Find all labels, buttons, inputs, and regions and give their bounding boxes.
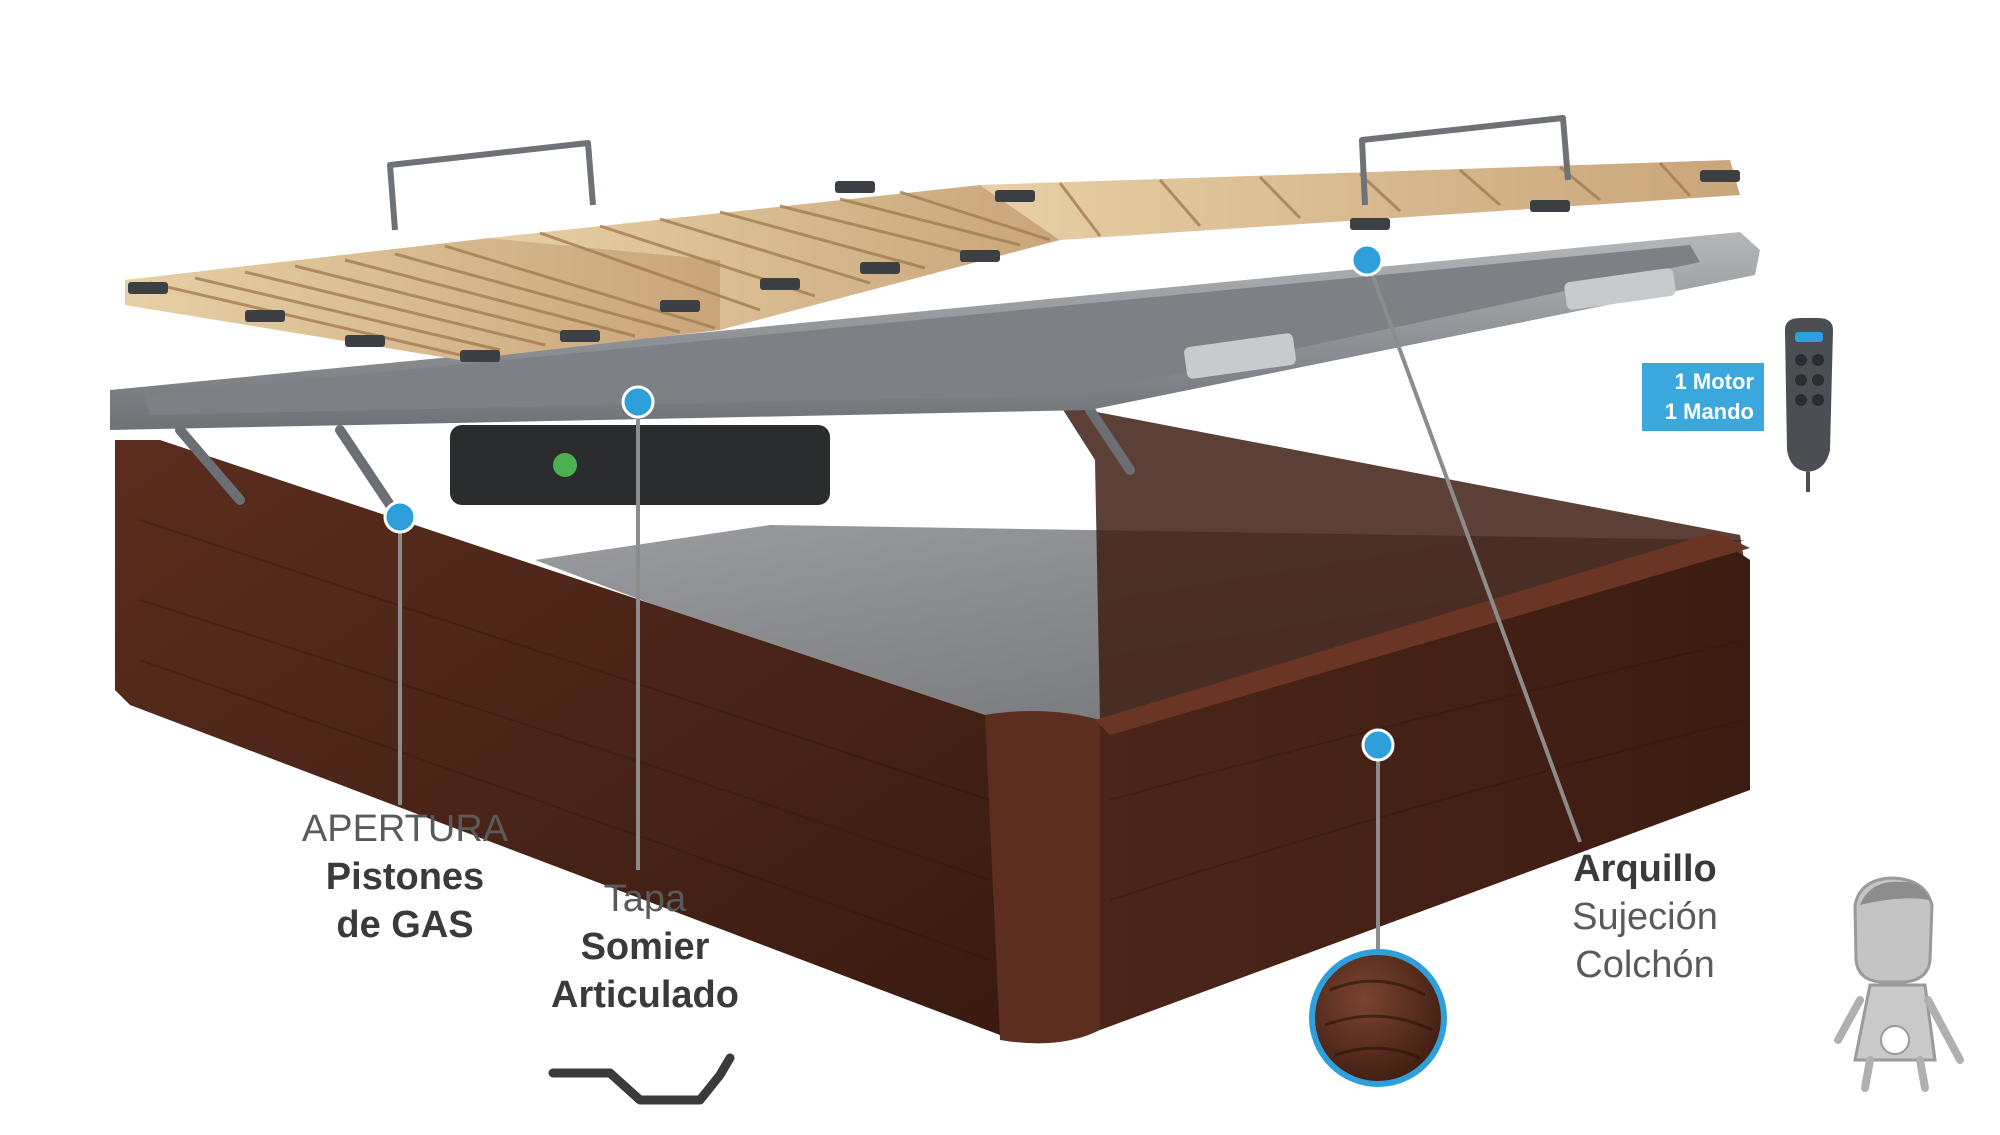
- box-right-side: [1100, 540, 1750, 1030]
- apertura-line3: de GAS: [336, 904, 474, 946]
- slats: [149, 161, 1692, 357]
- box-front-side: [115, 440, 1000, 1035]
- wood-grain: [139, 519, 1746, 961]
- mascot-logo-icon: [1834, 876, 1964, 1092]
- articulated-profile-icon: [548, 1053, 735, 1105]
- lifting-frame-inner: [145, 245, 1700, 415]
- slat-platform-right: [980, 160, 1740, 240]
- box-front-corner: [985, 711, 1100, 1044]
- motor-badge-line2: 1 Mando: [1664, 399, 1754, 424]
- arquillo-line2: Sujeción: [1572, 896, 1718, 938]
- apertura-line1: APERTURA: [301, 808, 509, 850]
- motor-badge-line1: 1 Motor: [1674, 369, 1754, 394]
- callout-arquillo: Arquillo Sujeción Colchón: [1545, 845, 1745, 989]
- callout-tapa: Tapa Somier Articulado: [530, 875, 760, 1019]
- mattress-retainer-right: [1359, 115, 1571, 206]
- tapa-line1: Tapa: [603, 878, 687, 920]
- arquillo-line3: Colchón: [1575, 944, 1715, 986]
- slat-platform-head: [490, 185, 1060, 330]
- leader-lines: [398, 259, 1582, 950]
- frame-handle-left: [1184, 333, 1296, 379]
- motor-badge: 1 Motor 1 Mando: [1642, 363, 1764, 431]
- callout-dot-icon: [383, 243, 1395, 762]
- frame-handle-right: [1564, 268, 1676, 310]
- tapa-line2: Somier: [580, 926, 710, 968]
- remote-control-icon: [1785, 318, 1833, 492]
- callout-apertura: APERTURA Pistones de GAS: [290, 805, 520, 949]
- motor-led: [553, 453, 577, 477]
- apertura-line2: Pistones: [325, 856, 485, 898]
- tapa-line3: Articulado: [551, 974, 739, 1016]
- box-rim: [1095, 532, 1750, 735]
- box-back-wall: [1060, 405, 1745, 720]
- wood-swatch-icon: [1309, 949, 1447, 1087]
- arquillo-line1: Arquillo: [1573, 848, 1717, 890]
- mattress-retainer-left: [387, 140, 596, 231]
- slat-clips: [128, 170, 1740, 362]
